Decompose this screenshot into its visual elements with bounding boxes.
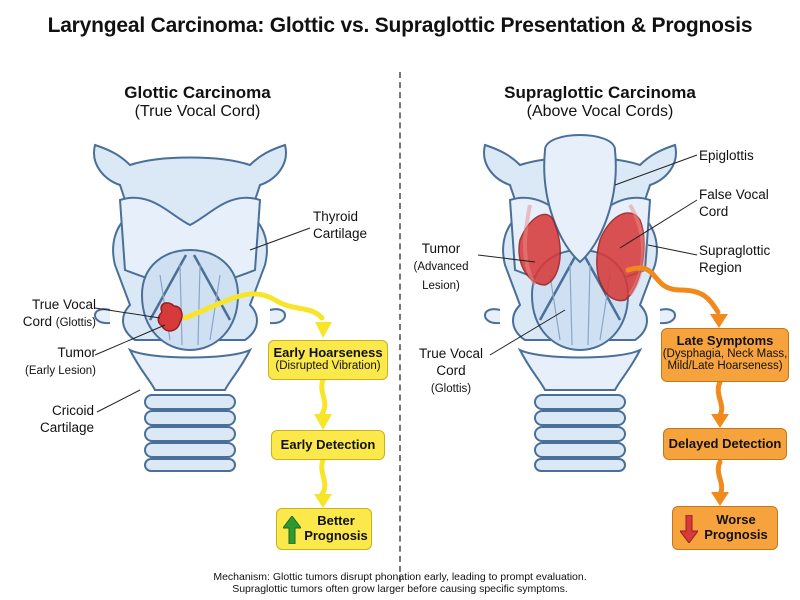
late-symptoms-box: Late Symptoms (Dysphagia, Neck Mass, Mil… (661, 328, 789, 382)
up-arrow-icon (283, 516, 301, 544)
left-larynx (92, 143, 288, 473)
down-arrow-icon (680, 515, 698, 543)
left-tumor-label: Tumor(Early Lesion) (25, 345, 96, 377)
left-panel-title: Glottic Carcinoma (124, 83, 271, 102)
epiglottis-label: Epiglottis (699, 148, 754, 163)
epiglottis (543, 134, 617, 264)
early-hoarseness-box: Early Hoarseness (Disrupted Vibration) (268, 340, 388, 380)
early-detection-box: Early Detection (271, 430, 385, 460)
page-title: Laryngeal Carcinoma: Glottic vs. Supragl… (47, 14, 753, 37)
delayed-detection-box: Delayed Detection (663, 428, 787, 460)
mechanism-caption: Mechanism: Glottic tumors disrupt phonat… (213, 571, 587, 595)
right-panel-subtitle: (Above Vocal Cords) (526, 103, 674, 120)
right-panel-title: Supraglottic Carcinoma (504, 83, 696, 102)
worse-prognosis-box: Worse Prognosis (672, 506, 778, 550)
left-tumor (157, 302, 183, 332)
panel-divider (399, 72, 401, 582)
left-panel-subtitle: (True Vocal Cord) (134, 103, 261, 120)
better-prognosis-box: Better Prognosis (276, 508, 372, 550)
